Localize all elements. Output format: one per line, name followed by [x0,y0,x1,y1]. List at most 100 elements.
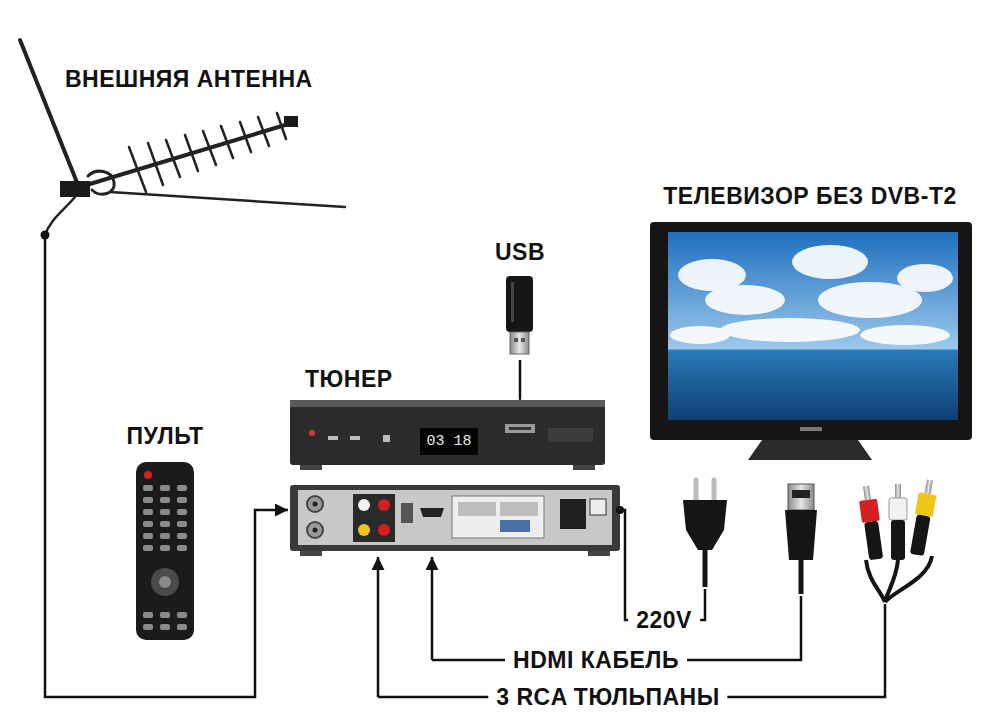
power-plug-drawing [683,500,727,550]
tuner-back-drawing [290,485,620,551]
rca-plugs-drawing [891,520,905,560]
usb-node: USB [490,238,550,360]
tv-title: ТЕЛЕВИЗОР БЕЗ DVB-T2 [663,182,956,210]
remote-drawing [177,497,187,503]
usb-stick-drawing [510,332,529,354]
tuner-node: ТЮНЕР03 18 [288,398,625,555]
antenna-drawing [240,122,251,152]
tuner-front-drawing [290,400,605,470]
tuner-back-drawing [588,551,610,556]
remote-drawing [160,485,170,491]
rca-plugs-drawing [915,492,937,517]
rca-plugs-drawing [857,485,885,561]
remote-drawing [160,497,170,503]
remote-drawing [177,612,187,618]
rca-plugs-drawing [857,478,939,602]
tuner-front-drawing [420,428,478,455]
tv-drawing [705,285,785,315]
tuner-front-drawing [328,436,338,440]
remote-drawing [143,545,153,551]
power-plug-drawing [683,480,727,587]
tuner-back-drawing [500,520,530,532]
rca-plugs-drawing [889,498,907,520]
remote-drawing [136,462,194,640]
hdmi-plug-drawing [788,484,814,510]
power-plug-drawing [694,480,699,502]
tuner-back-drawing [452,496,544,538]
antenna-drawing [284,116,298,127]
antenna-drawing [45,197,75,235]
antenna-drawing [166,140,180,177]
antenna-drawing [20,40,80,190]
tv-drawing [860,325,950,345]
antenna-drawing [88,171,114,194]
power-plug-drawing [703,550,708,587]
remote-title: ПУЛЬТ [127,422,204,450]
tuner-back-drawing [290,485,620,556]
tv-drawing [748,440,872,460]
rca-plugs-drawing [925,479,933,494]
remote-drawing [143,612,153,618]
tuner-front-drawing [573,465,595,470]
antenna-drawing [148,143,163,185]
antenna-drawing [258,117,269,146]
remote-drawing [143,497,153,503]
rca-plugs-drawing [863,486,871,501]
rca-plugs-drawing [910,514,931,556]
rca-plugs-drawing [885,556,932,602]
remote-drawing [177,485,187,491]
tuner-back-drawing [458,502,496,516]
antenna-cable [45,235,288,697]
remote-drawing [160,509,170,515]
power-label: 220V [628,606,700,634]
tuner-back-drawing [420,508,444,517]
tv-drawing [897,264,953,292]
remote-drawing [177,624,187,630]
rca-plugs-drawing [908,478,939,556]
tv-drawing [668,232,958,420]
remote-drawing [143,624,153,630]
tuner-title: ТЮНЕР [305,365,393,393]
tuner-front-drawing [290,400,605,465]
usb-stick-drawing [521,338,525,342]
tuner-back-drawing [358,499,370,511]
tv-node: ТЕЛЕВИЗОР БЕЗ DVB-T2 [625,180,995,465]
remote-drawing [143,485,153,491]
remote-drawing [159,576,171,588]
usb-stick-drawing [514,338,518,342]
remote-drawing [160,545,170,551]
antenna-drawing [203,131,216,165]
remote-node: ПУЛЬТ [105,420,225,645]
tuner-back-drawing [358,524,370,536]
tuner-back-drawing [353,494,395,542]
remote-drawing [160,624,170,630]
hdmi-plug-drawing [785,510,817,560]
hdmi-plug-drawing [799,560,804,594]
remote-drawing [143,509,153,515]
remote-drawing [160,612,170,618]
antenna-drawing [20,40,345,240]
remote-drawing [177,521,187,527]
hdmi-plug-drawing [792,490,810,498]
remote-drawing [136,462,194,640]
tuner-back-drawing [378,524,390,536]
tv-drawing [792,245,868,279]
remote-drawing [143,485,187,630]
tv-drawing [650,222,972,460]
tuner-front-drawing [290,400,605,407]
rca-plugs-drawing [895,484,901,498]
tuner-front-drawing [509,427,531,430]
antenna-node: ВНЕШНЯЯ АНТЕННА [10,35,370,235]
hdmi-plug-drawing [785,484,817,594]
tuner-front-drawing [548,428,593,442]
tuner-front-drawing [383,435,390,442]
rca-plugs-drawing [864,521,883,561]
cable-lines [378,506,885,697]
cable-lines [620,510,705,620]
remote-drawing [143,521,153,527]
antenna-drawing [110,192,345,207]
tuner-back-drawing [401,503,413,523]
rca-plugs-drawing [866,560,885,602]
remote-drawing [144,471,152,479]
